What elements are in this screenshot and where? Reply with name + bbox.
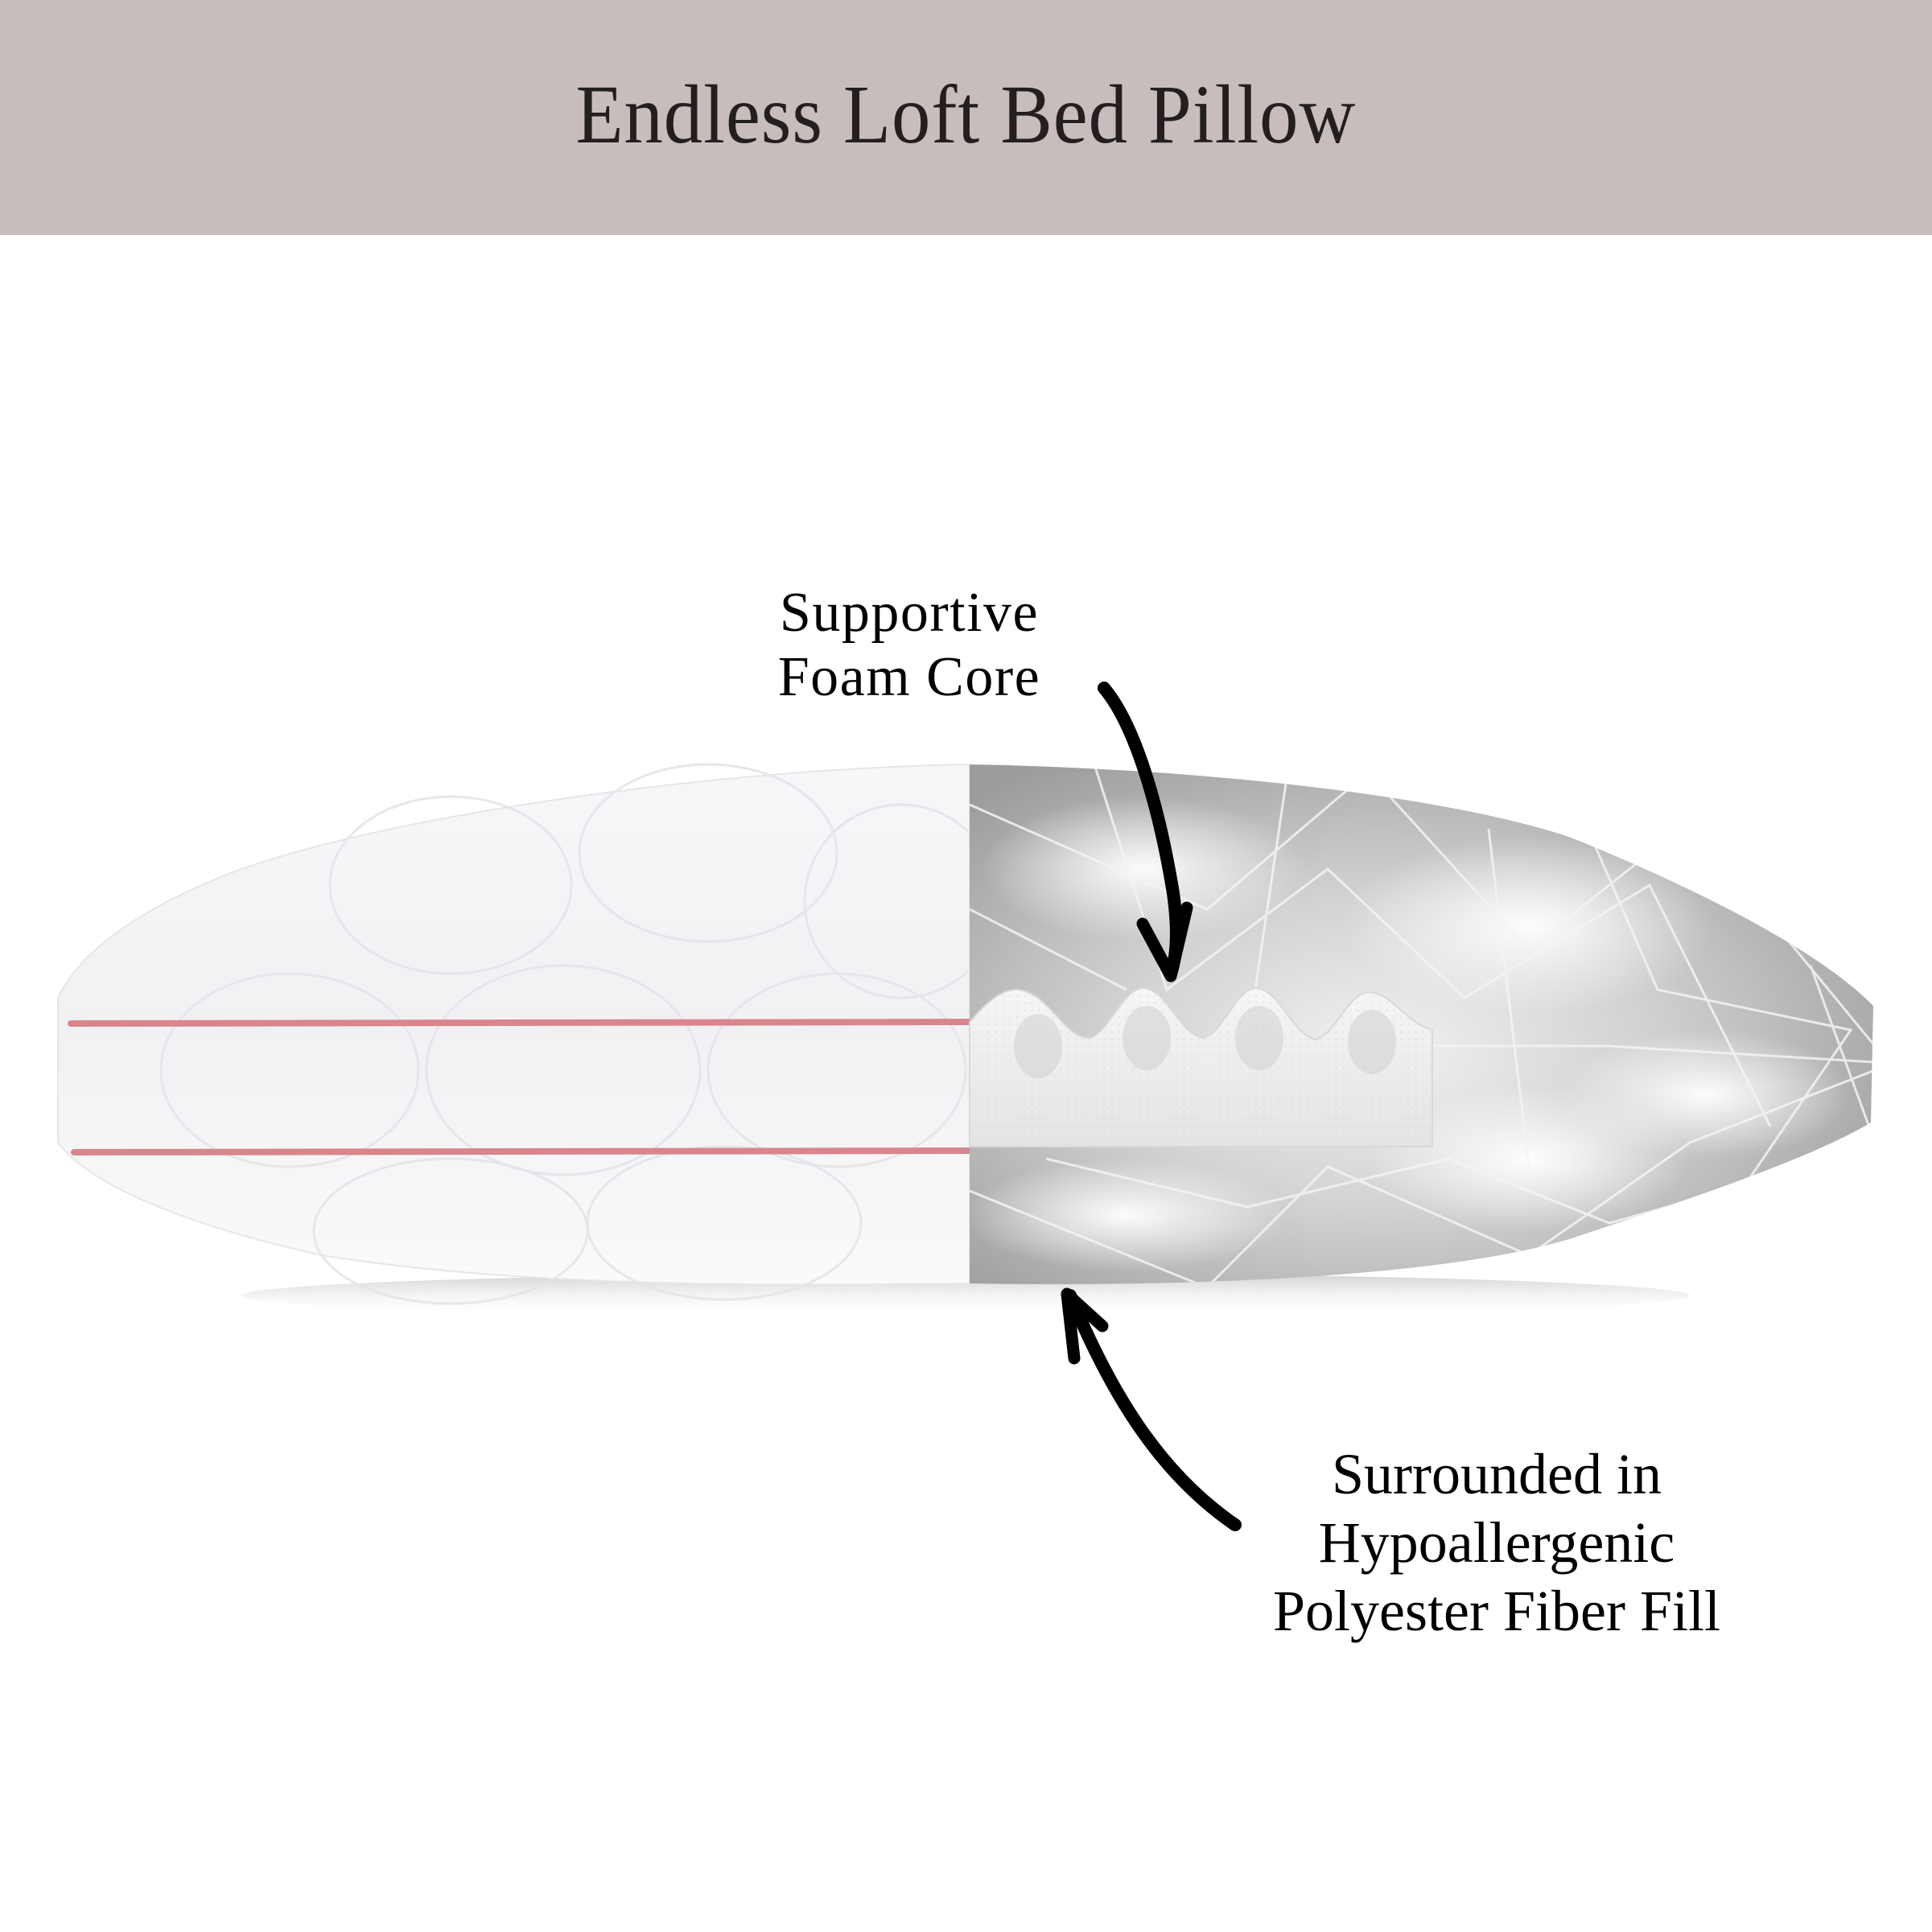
fiber-fill-label-line-1: Surrounded in [1332, 1442, 1662, 1506]
pillow-cover [57, 763, 999, 1305]
pillow-shadow [241, 1273, 1690, 1318]
title-banner: Endless Loft Bed Pillow [0, 0, 1932, 235]
foam-core [969, 987, 1433, 1147]
piping-bottom [71, 1147, 973, 1155]
fiber-fill-label: Surrounded in Hypoallergenic Polyester F… [1191, 1440, 1802, 1646]
foam-core-label-line-2: Foam Core [777, 645, 1041, 708]
fiber-fill-label-line-2: Hypoallergenic [1318, 1510, 1675, 1575]
piping-top [68, 1019, 973, 1027]
fiber-fill-label-line-3: Polyester Fiber Fill [1273, 1578, 1720, 1643]
curved-arrow-down-icon [1098, 682, 1193, 982]
foam-core-label-line-1: Supportive [779, 582, 1040, 644]
page-title: Endless Loft Bed Pillow [575, 68, 1357, 161]
curved-arrow-up-icon [1061, 1287, 1242, 1531]
foam-core-label: Supportive Foam Core [708, 581, 1110, 710]
